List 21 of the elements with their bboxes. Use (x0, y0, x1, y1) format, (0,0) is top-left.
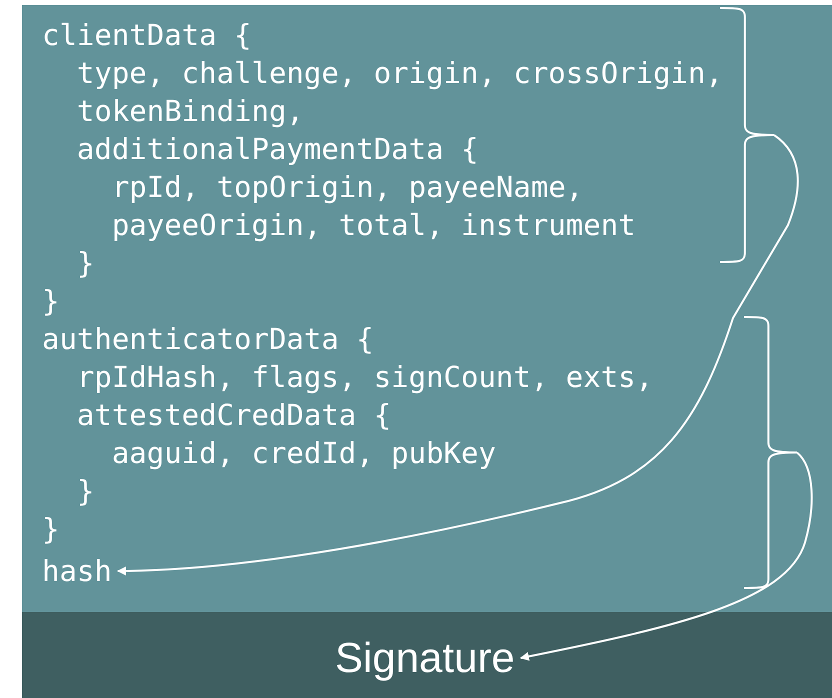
code-line: } (42, 511, 60, 548)
code-line: type, challenge, origin, crossOrigin, (76, 55, 723, 92)
code-line: rpId, topOrigin, payeeName, (112, 169, 584, 206)
code-line: authenticatorData { (42, 321, 374, 358)
code-line: hash (42, 553, 112, 590)
code-line: attestedCredData { (76, 397, 392, 434)
curly-brace (718, 7, 774, 263)
code-line: } (76, 245, 94, 282)
code-line: aaguid, credId, pubKey (112, 435, 496, 472)
arrow (520, 452, 813, 661)
code-line: rpIdHash, flags, signCount, exts, (76, 359, 654, 396)
code-line: } (42, 283, 60, 320)
signature-label: Signature (335, 633, 515, 683)
code-line: tokenBinding, (76, 93, 304, 130)
code-line: } (76, 473, 94, 510)
code-line: payeeOrigin, total, instrument (112, 207, 636, 244)
curly-brace (742, 316, 797, 589)
footer-band (22, 612, 832, 698)
code-line: clientData { (42, 17, 252, 54)
arrow (116, 134, 799, 576)
code-line: additionalPaymentData { (76, 131, 478, 168)
